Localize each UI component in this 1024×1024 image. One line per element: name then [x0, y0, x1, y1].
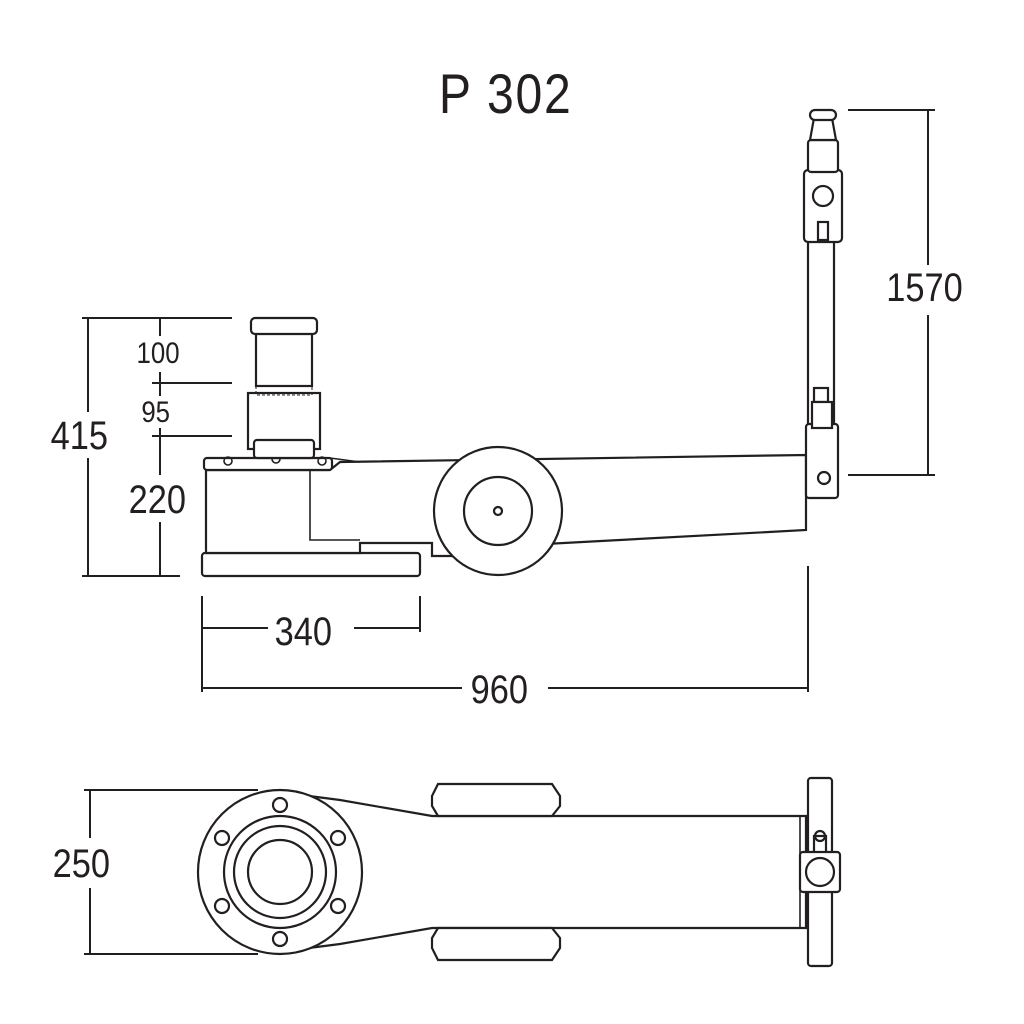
dim-total-length: 960	[470, 668, 529, 712]
wheel-bottom	[430, 926, 562, 962]
head-flange	[196, 788, 364, 956]
side-view	[82, 108, 935, 692]
model-title: P 302	[438, 62, 573, 125]
wheel-top	[430, 782, 562, 818]
dim-saddle-extension: 100	[136, 337, 180, 370]
dim-base-height: 220	[128, 478, 187, 522]
dim-total-height: 415	[50, 414, 109, 458]
dim-base-length: 340	[274, 610, 333, 654]
saddle	[249, 316, 319, 336]
dim-handle-height: 1570	[886, 266, 963, 310]
dim-piston-stroke: 95	[141, 396, 171, 429]
top-view	[84, 776, 842, 968]
dim-width: 250	[52, 842, 111, 886]
wheel	[432, 445, 564, 577]
base-plate	[200, 551, 422, 578]
ram-upper	[254, 330, 314, 388]
head-plate	[202, 456, 334, 472]
